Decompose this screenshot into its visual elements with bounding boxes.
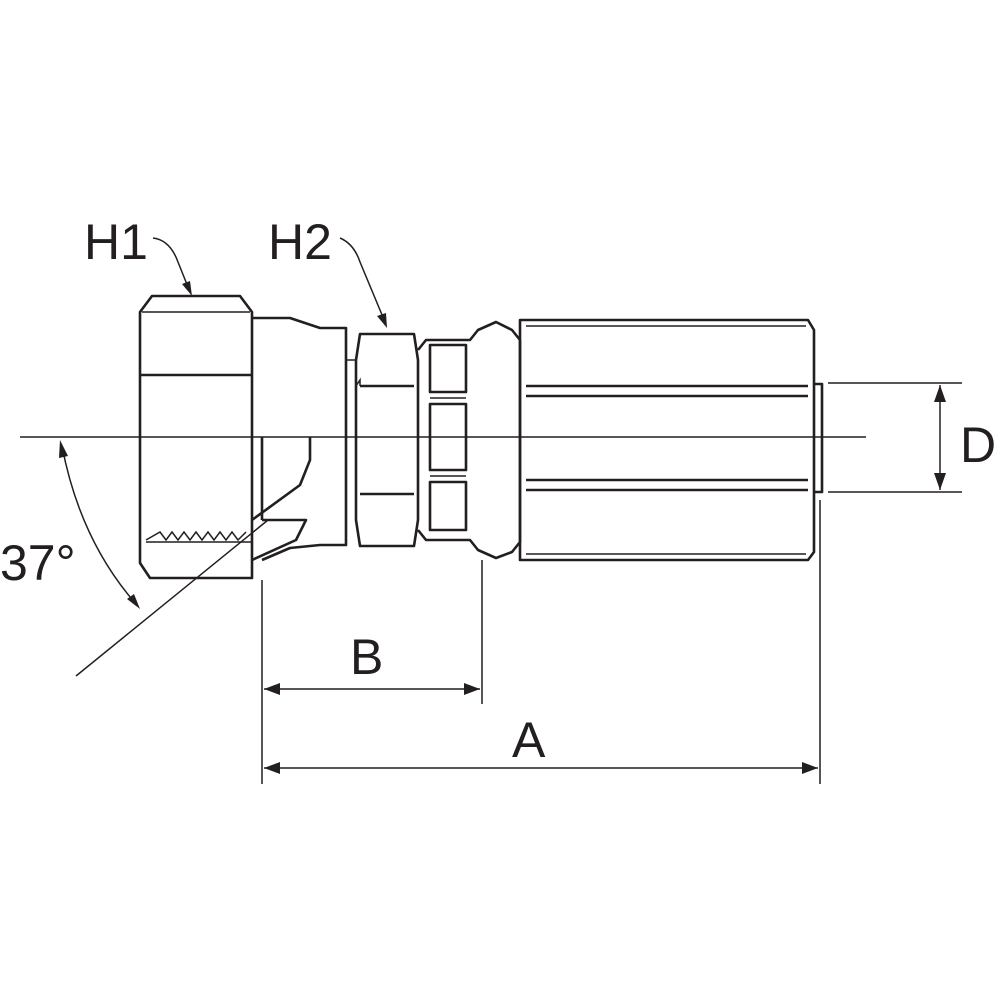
angle-line — [75, 519, 269, 677]
hose-end — [814, 382, 824, 494]
b-arrow-right — [464, 683, 480, 695]
label-h2-text: H2 — [268, 214, 332, 270]
nut-thread — [145, 530, 247, 542]
ferrule-slot-1 — [428, 343, 468, 394]
dimension-d: D — [828, 382, 996, 493]
dimension-b: B — [261, 560, 483, 784]
b-text: B — [350, 629, 383, 685]
b-arrow-left — [264, 683, 280, 695]
angle-arc — [61, 445, 137, 605]
ferrule — [416, 318, 824, 562]
cone-seat — [251, 437, 312, 522]
label-h1: H1 — [84, 214, 192, 296]
d-text: D — [960, 417, 996, 473]
angle-arrow-top — [59, 440, 68, 458]
ferrule-slot-3 — [428, 480, 468, 532]
hex-chamfer — [355, 377, 361, 387]
d-arrow-top — [934, 385, 946, 402]
cone-seat-lower — [251, 518, 308, 562]
angle-arrow-bottom — [127, 594, 140, 609]
nut-lower-section — [138, 437, 254, 580]
swivel-nut — [138, 294, 312, 580]
d-arrow-bottom — [934, 473, 946, 490]
leader-h2-arrow — [377, 313, 387, 328]
ferrule-neck — [416, 320, 522, 560]
leader-h2 — [339, 237, 386, 323]
hex-outline — [354, 332, 420, 548]
angle-text: 37° — [0, 535, 76, 591]
a-arrow-right — [802, 762, 818, 774]
label-h1-text: H1 — [84, 214, 148, 270]
leader-h1 — [152, 237, 191, 293]
ferrule-slot-2 — [428, 402, 468, 472]
nut-upper-hex — [138, 294, 254, 437]
ferrule-shell — [518, 318, 816, 562]
angle-dimension: 37° — [0, 440, 269, 677]
sleeve-outline — [252, 316, 348, 562]
a-text: A — [512, 712, 546, 768]
body-hex — [354, 332, 420, 548]
leader-h1-arrow — [182, 281, 192, 296]
dimension-a: A — [264, 500, 821, 784]
a-arrow-left — [264, 762, 280, 774]
label-h2: H2 — [268, 214, 387, 328]
